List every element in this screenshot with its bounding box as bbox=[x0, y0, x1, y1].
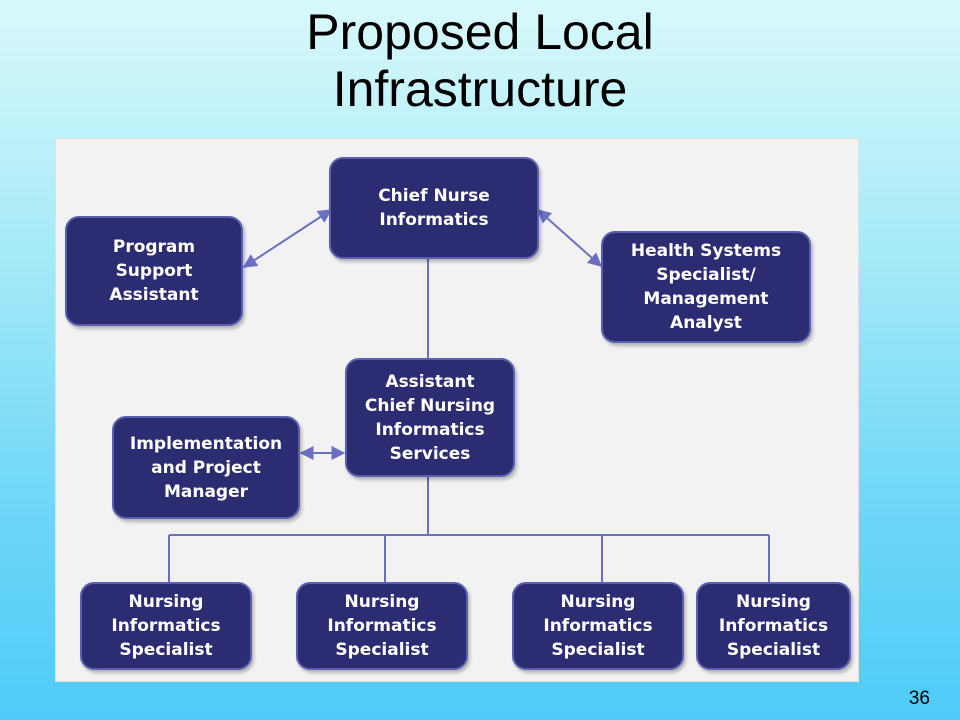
node-implementation-project-manager: Implementation and Project Manager bbox=[112, 416, 300, 519]
node-label: and Project bbox=[151, 457, 261, 478]
node-label: Nursing bbox=[344, 592, 420, 612]
node-nursing-informatics-specialist-4: Nursing Informatics Specialist bbox=[696, 582, 851, 670]
connector-lines bbox=[168, 209, 770, 582]
node-label: Specialist bbox=[335, 640, 429, 660]
node-label: Manager bbox=[163, 481, 249, 502]
node-label: Informatics bbox=[543, 616, 653, 636]
org-chart-diagram: Chief Nurse Informatics Program Support … bbox=[55, 138, 859, 682]
node-label: Specialist/ bbox=[656, 265, 756, 285]
node-label: Specialist bbox=[726, 640, 821, 660]
slide-title-line-1: Proposed Local bbox=[306, 4, 654, 60]
node-label: Assistant bbox=[109, 285, 199, 305]
page-number: 36 bbox=[908, 688, 930, 709]
node-label: Specialist bbox=[119, 640, 213, 660]
node-label: Specialist bbox=[551, 640, 645, 660]
node-label: Nursing bbox=[560, 592, 636, 612]
node-label: Implementation bbox=[129, 433, 283, 454]
node-label: Informatics bbox=[375, 419, 485, 440]
connector-program-support-chief bbox=[242, 209, 333, 268]
node-program-support-assistant: Program Support Assistant bbox=[65, 216, 243, 326]
connector-chief-health-systems bbox=[536, 209, 603, 267]
slide-title-line-2: Infrastructure bbox=[332, 61, 628, 117]
node-label: Informatics bbox=[379, 210, 489, 230]
node-label: Analyst bbox=[670, 313, 742, 333]
node-label: Support bbox=[115, 261, 193, 281]
node-health-systems-specialist: Health Systems Specialist/ Management An… bbox=[601, 231, 811, 343]
node-label: Assistant bbox=[385, 371, 475, 392]
node-label: Program bbox=[112, 237, 196, 257]
slide-title: Proposed Local Infrastructure bbox=[0, 4, 960, 118]
node-label: Informatics bbox=[327, 616, 437, 636]
node-label: Nursing bbox=[736, 592, 811, 612]
node-label: Informatics bbox=[718, 616, 829, 636]
node-label: Chief Nurse bbox=[378, 186, 490, 206]
node-chief-nurse-informatics: Chief Nurse Informatics bbox=[329, 157, 539, 259]
node-label: Management bbox=[643, 289, 769, 309]
node-nursing-informatics-specialist-3: Nursing Informatics Specialist bbox=[512, 582, 684, 670]
node-nursing-informatics-specialist-1: Nursing Informatics Specialist bbox=[80, 582, 252, 670]
node-label: Services bbox=[389, 443, 471, 464]
node-label: Informatics bbox=[111, 616, 221, 636]
node-assistant-chief-nursing: Assistant Chief Nursing Informatics Serv… bbox=[345, 358, 515, 477]
node-label: Chief Nursing bbox=[364, 395, 496, 416]
node-label: Health Systems bbox=[630, 241, 782, 261]
node-nursing-informatics-specialist-2: Nursing Informatics Specialist bbox=[296, 582, 468, 670]
node-label: Nursing bbox=[128, 592, 204, 612]
